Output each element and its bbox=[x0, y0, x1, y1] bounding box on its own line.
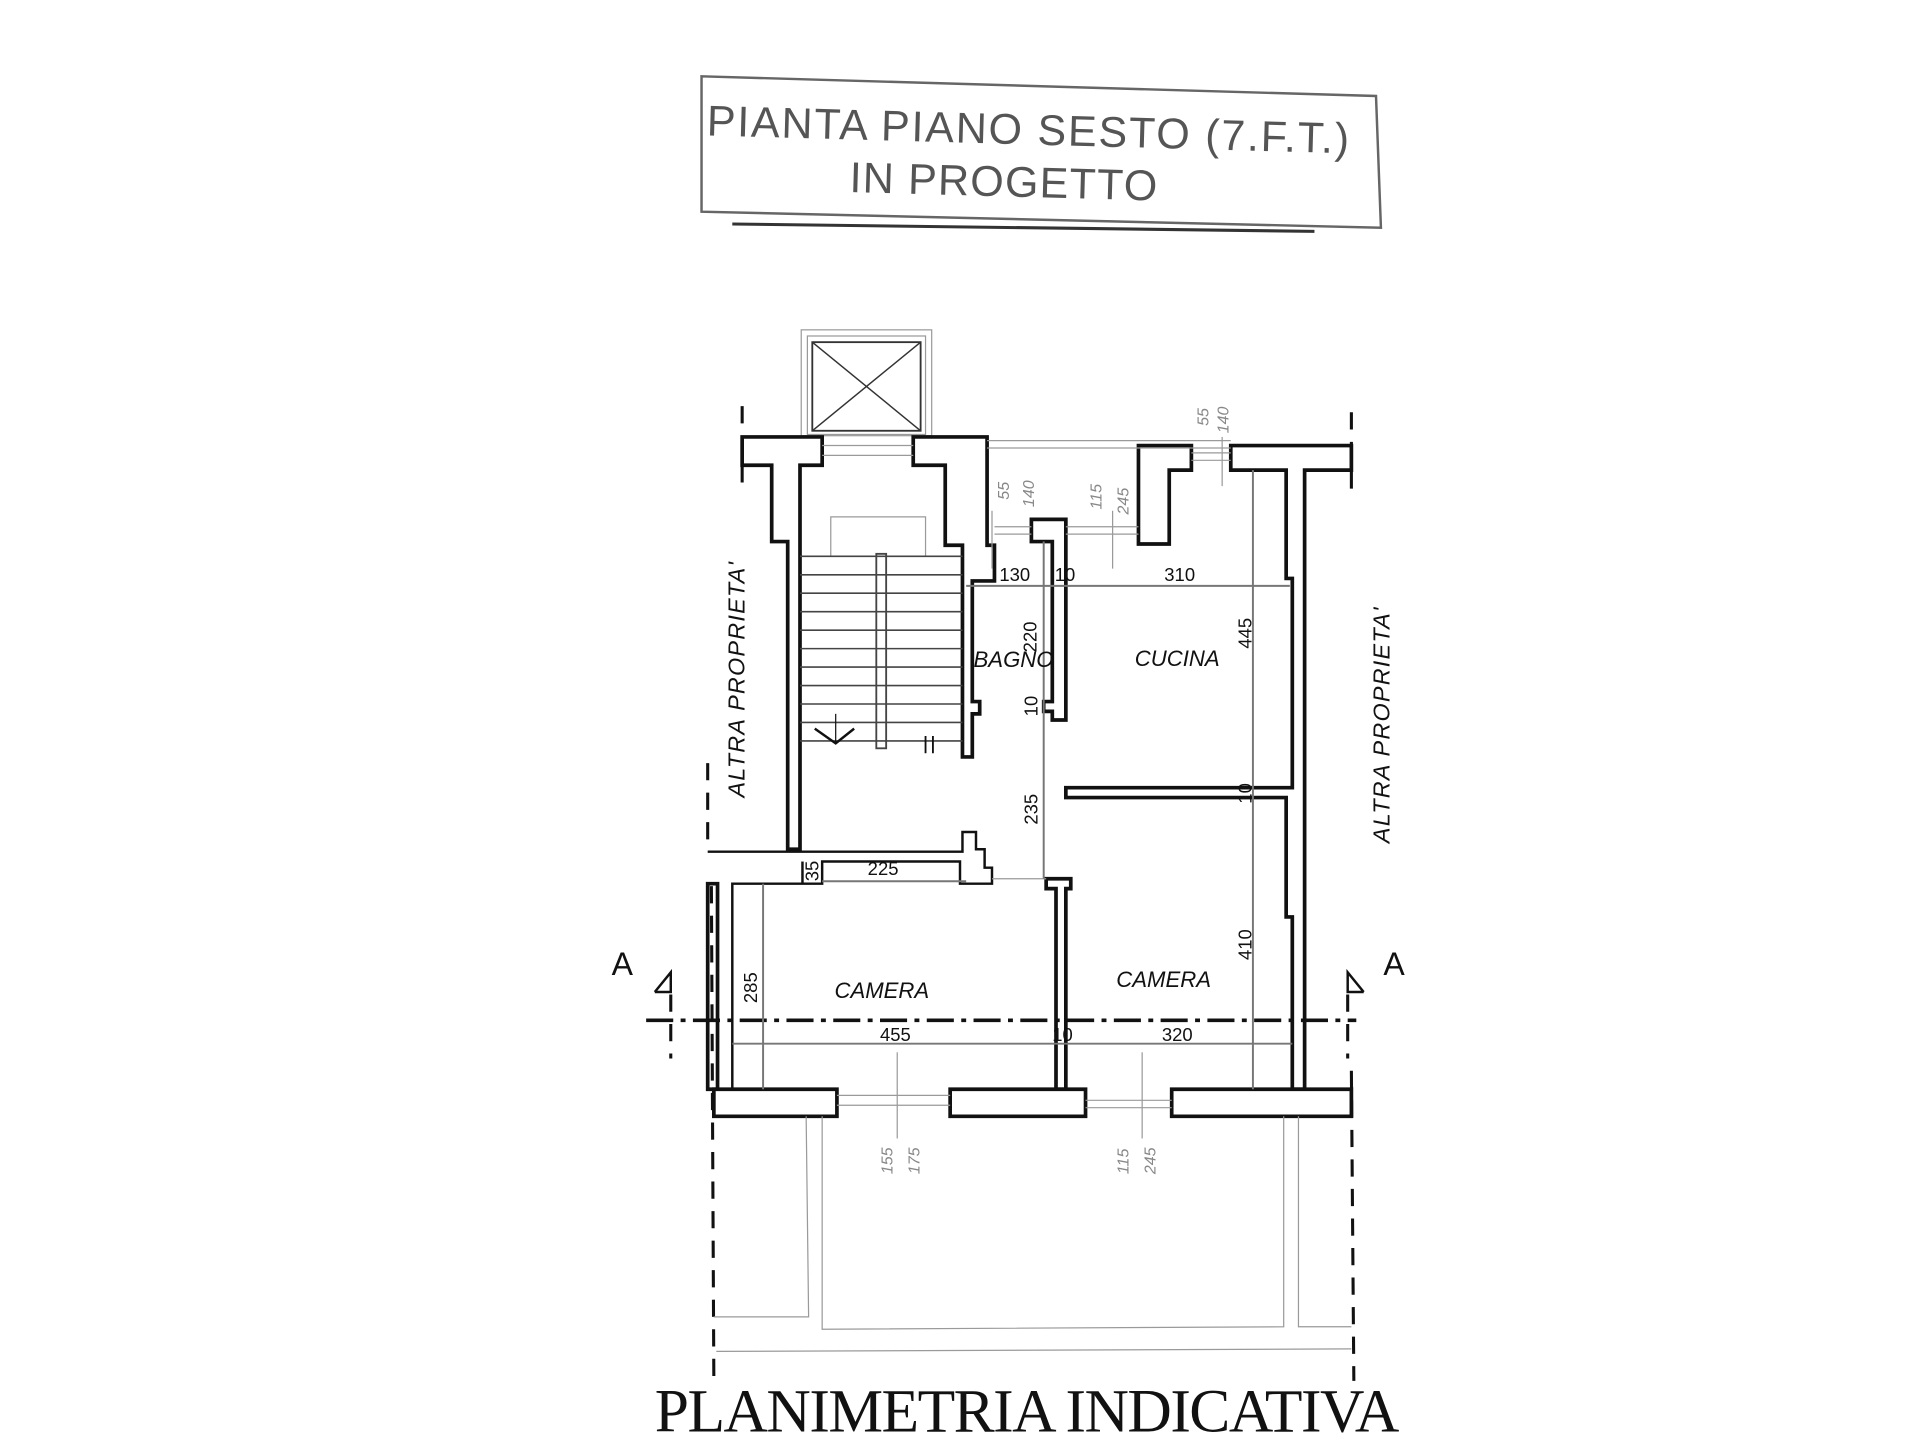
title-line2: IN PROGETTO bbox=[849, 154, 1158, 211]
dim-camera-right-depth: 410 bbox=[1235, 929, 1256, 960]
window-sizes: 55 140 115 245 55 140 155 175 115 245 bbox=[879, 406, 1232, 1175]
room-bagno: BAGNO bbox=[974, 647, 1054, 672]
win-camera-right-width: 115 bbox=[1116, 1149, 1133, 1175]
room-camera-right: CAMERA bbox=[1116, 967, 1211, 992]
dim-wall-bagno: 10 bbox=[1021, 696, 1042, 717]
title-line1: PIANTA PIANO SESTO (7.F.T.) bbox=[706, 97, 1350, 163]
dimension-lines bbox=[732, 436, 1293, 1139]
elevator-shaft bbox=[800, 329, 933, 437]
walls bbox=[705, 435, 1354, 1119]
window-lines bbox=[822, 440, 1231, 1109]
win-camera-left-width: 155 bbox=[879, 1147, 896, 1174]
dim-cucina-depth: 445 bbox=[1235, 618, 1256, 649]
dim-camera-left-width: 455 bbox=[880, 1024, 911, 1045]
neighbor-left-label: ALTRA PROPRIETA' bbox=[724, 561, 750, 800]
room-camera-left: CAMERA bbox=[834, 978, 929, 1003]
staircase bbox=[800, 516, 963, 754]
title-underline bbox=[732, 222, 1315, 233]
win-bagno-height: 140 bbox=[1021, 480, 1038, 507]
dim-entry-width: 225 bbox=[868, 858, 899, 879]
win-right-height: 140 bbox=[1215, 406, 1232, 433]
room-labels: BAGNO CUCINA CAMERA CAMERA ALTRA PROPRIE… bbox=[724, 561, 1395, 1004]
section-label-left: A bbox=[612, 946, 634, 982]
title-block: PIANTA PIANO SESTO (7.F.T.) IN PROGETTO bbox=[700, 75, 1383, 233]
dim-wall-bottom: 10 bbox=[1052, 1024, 1073, 1045]
dim-cucina-width: 310 bbox=[1164, 564, 1195, 585]
dim-camera-left-depth: 285 bbox=[740, 972, 761, 1003]
dim-camera-right-width: 320 bbox=[1162, 1024, 1193, 1045]
footer-caption: PLANIMETRIA INDICATIVA bbox=[655, 1377, 1400, 1440]
win-cucina-width: 115 bbox=[1089, 484, 1106, 510]
property-lines bbox=[706, 406, 1356, 1381]
win-camera-left-height: 175 bbox=[906, 1147, 923, 1174]
dim-bagno-width: 130 bbox=[999, 564, 1030, 585]
room-cucina: CUCINA bbox=[1135, 646, 1220, 671]
neighbor-right-label: ALTRA PROPRIETA' bbox=[1369, 606, 1395, 845]
title-frame bbox=[700, 75, 1383, 229]
balcony bbox=[713, 1116, 1352, 1352]
dim-entry-step: 35 bbox=[801, 861, 822, 882]
dimension-labels: 130 10 310 220 445 10 235 10 225 35 285 … bbox=[740, 564, 1256, 1045]
section-line: A A bbox=[612, 946, 1405, 1059]
section-label-right: A bbox=[1383, 946, 1405, 982]
win-bagno-width: 55 bbox=[996, 482, 1013, 500]
dim-corridor: 235 bbox=[1021, 794, 1042, 825]
win-right-width: 55 bbox=[1196, 408, 1213, 426]
dim-wall-top: 10 bbox=[1055, 564, 1076, 585]
win-cucina-height: 245 bbox=[1116, 488, 1133, 516]
win-camera-right-height: 245 bbox=[1143, 1147, 1160, 1175]
dim-bagno-depth: 220 bbox=[1019, 622, 1040, 653]
dim-wall-mid: 10 bbox=[1235, 783, 1256, 804]
